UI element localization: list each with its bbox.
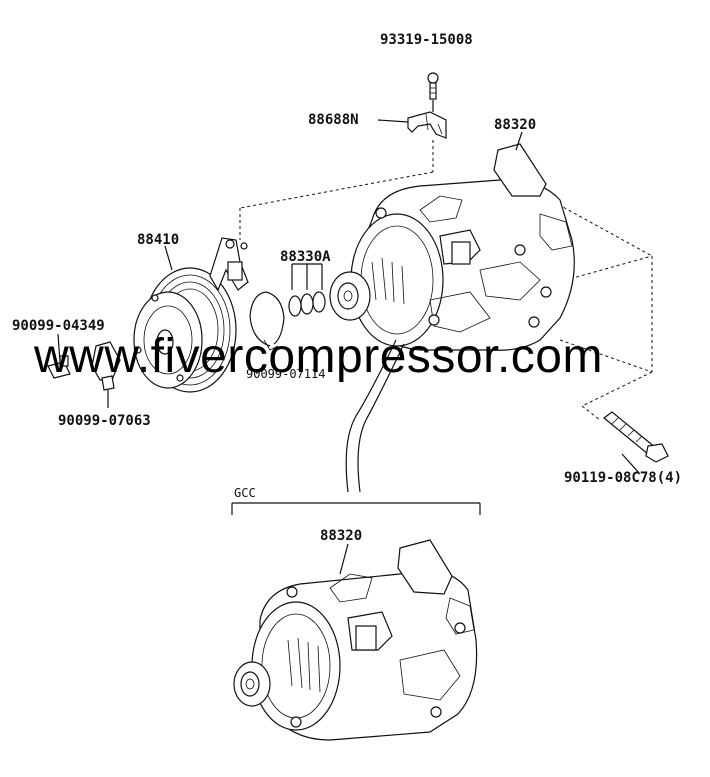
leader-clutch xyxy=(164,245,173,271)
leader-compressor-main xyxy=(515,131,523,151)
bolt-top-part xyxy=(427,72,439,100)
bracket-part xyxy=(407,111,447,139)
assembly-dashes xyxy=(239,140,653,421)
leader-bolt-right xyxy=(621,453,641,475)
label-bolt-left: 90099-04349 xyxy=(12,318,105,334)
hose-curve-2 xyxy=(357,343,405,493)
bolt-left-part xyxy=(47,355,71,379)
clutch-part xyxy=(133,237,249,393)
label-compressor-main: 88320 xyxy=(494,117,536,133)
compressor-variant-part xyxy=(233,539,478,741)
hose-curve xyxy=(345,339,397,493)
label-compressor-variant: 88320 xyxy=(320,528,362,544)
label-bolt-top: 93319-15008 xyxy=(380,32,473,48)
label-snapring: 90099-07114 xyxy=(246,367,325,381)
label-washer: 90099-07063 xyxy=(58,413,151,429)
leader-bolt-left xyxy=(57,333,61,363)
watermark-text: www.fivercompressor.com xyxy=(33,330,603,383)
orings-part xyxy=(288,263,326,317)
label-bracket: 88688N xyxy=(308,112,359,128)
washer-part xyxy=(91,341,121,391)
label-variant-header: GCC xyxy=(234,486,256,500)
variant-bracket xyxy=(231,502,481,515)
leader-bracket xyxy=(377,119,409,123)
label-orings: 88330A xyxy=(280,249,331,265)
snapring-part xyxy=(249,291,285,351)
label-clutch: 88410 xyxy=(137,232,179,248)
compressor-main-part xyxy=(329,143,575,351)
leader-compressor-variant xyxy=(339,543,349,575)
bolt-right-part xyxy=(603,411,669,463)
label-bolt-right: 90119-08C78(4) xyxy=(564,470,682,486)
